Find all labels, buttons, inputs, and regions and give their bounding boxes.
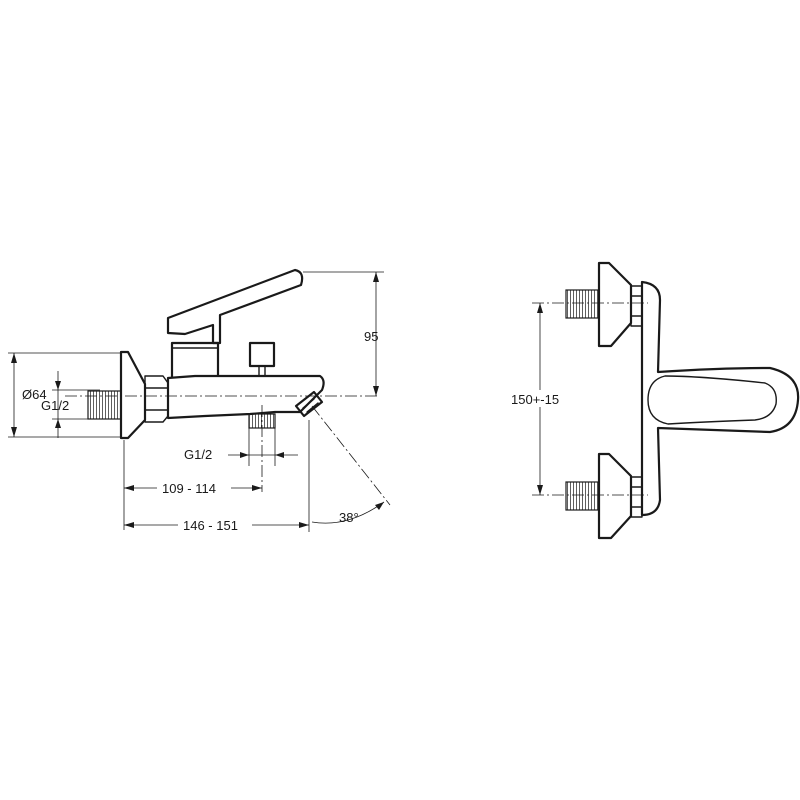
lever-handle [166, 268, 304, 345]
connector-nut [144, 375, 169, 423]
diverter-knob [248, 341, 276, 377]
dim-outlet-thread-label: G1/2 [184, 447, 212, 462]
front-thread-top [565, 289, 600, 319]
inlet-thread [87, 390, 122, 420]
side-view: Ø64 G1/2 95 G1/2 [8, 268, 391, 533]
dim-inlet-thread: G1/2 [41, 371, 100, 438]
dim-spout-angle-label: 38° [339, 510, 359, 525]
dim-centers: 150+-15 [508, 303, 572, 495]
front-lever [647, 375, 777, 425]
dim-outlet-thread: G1/2 [184, 428, 298, 466]
front-body [640, 280, 800, 517]
dim-spout-angle: 38° [311, 405, 391, 525]
dim-height: 95 [303, 271, 384, 396]
dim-spout-reach-label: 146 - 151 [183, 518, 238, 533]
dim-diameter: Ø64 [8, 352, 120, 438]
dim-spout-reach: 146 - 151 [124, 420, 310, 533]
front-view: 150+-15 [508, 261, 800, 540]
cartridge-housing [170, 341, 220, 378]
dim-height-label: 95 [364, 329, 378, 344]
front-flange-bottom [597, 452, 633, 540]
mixer-body [166, 374, 325, 420]
dim-inlet-thread-label: G1/2 [41, 398, 69, 413]
front-nut-bottom [630, 476, 643, 518]
front-thread-bottom [565, 481, 600, 511]
dim-centers-label: 150+-15 [511, 392, 559, 407]
dim-diameter-label: Ø64 [22, 387, 47, 402]
wall-flange [119, 350, 147, 440]
dim-outlet-distance-label: 109 - 114 [162, 481, 216, 496]
dim-outlet-distance: 109 - 114 [123, 440, 262, 530]
front-flange-top [597, 261, 633, 348]
front-nut-top [630, 285, 643, 327]
